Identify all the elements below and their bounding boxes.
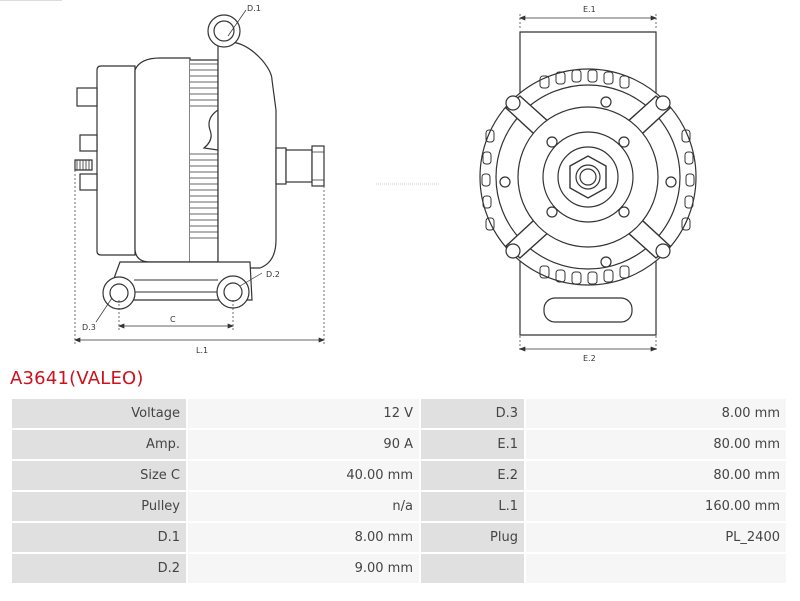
spec-value: 40.00 mm [188,461,419,490]
c-label: C [170,315,176,324]
alternator-technical-drawing: D.1 D.2 D.3 C L.1 [74,4,697,363]
spec-label: L.1 [421,492,524,521]
e1-label: E.1 [583,5,596,14]
specifications-table: Voltage 12 V D.3 8.00 mm Amp. 90 A E.1 8… [10,397,788,585]
side-view [74,14,325,310]
spec-label: D.1 [12,523,186,552]
d1-label: D.1 [247,4,261,13]
side-view-dimensions [74,9,325,345]
spec-label: D.2 [12,554,186,583]
table-row: D.1 8.00 mm Plug PL_2400 [12,523,786,552]
spec-label: Size C [12,461,186,490]
e2-label: E.2 [583,354,596,363]
table-row: Voltage 12 V D.3 8.00 mm [12,399,786,428]
spec-value: 9.00 mm [188,554,419,583]
d3-label: D.3 [82,323,96,332]
spec-label: Voltage [12,399,186,428]
spec-value: n/a [188,492,419,521]
table-row: Size C 40.00 mm E.2 80.00 mm [12,461,786,490]
spec-label: Plug [421,523,524,552]
spec-value: 80.00 mm [526,430,786,459]
spec-label: Amp. [12,430,186,459]
top-divider [0,0,62,1]
spec-label: Pulley [12,492,186,521]
spec-value: 12 V [188,399,419,428]
spec-value: 8.00 mm [526,399,786,428]
front-view [479,31,697,336]
spec-value: 160.00 mm [526,492,786,521]
spec-label: D.3 [421,399,524,428]
spec-value: 8.00 mm [188,523,419,552]
spec-value [526,554,786,583]
table-row: D.2 9.00 mm [12,554,786,583]
spec-value: PL_2400 [526,523,786,552]
spec-label [421,554,524,583]
table-row: Amp. 90 A E.1 80.00 mm [12,430,786,459]
table-row: Pulley n/a L.1 160.00 mm [12,492,786,521]
spec-value: 80.00 mm [526,461,786,490]
spec-value: 90 A [188,430,419,459]
l1-label: L.1 [196,346,208,355]
front-view-dimensions [519,14,657,352]
spec-label: E.2 [421,461,524,490]
product-title: A3641(VALEO) [10,368,144,389]
d2-label: D.2 [266,270,280,279]
spec-label: E.1 [421,430,524,459]
